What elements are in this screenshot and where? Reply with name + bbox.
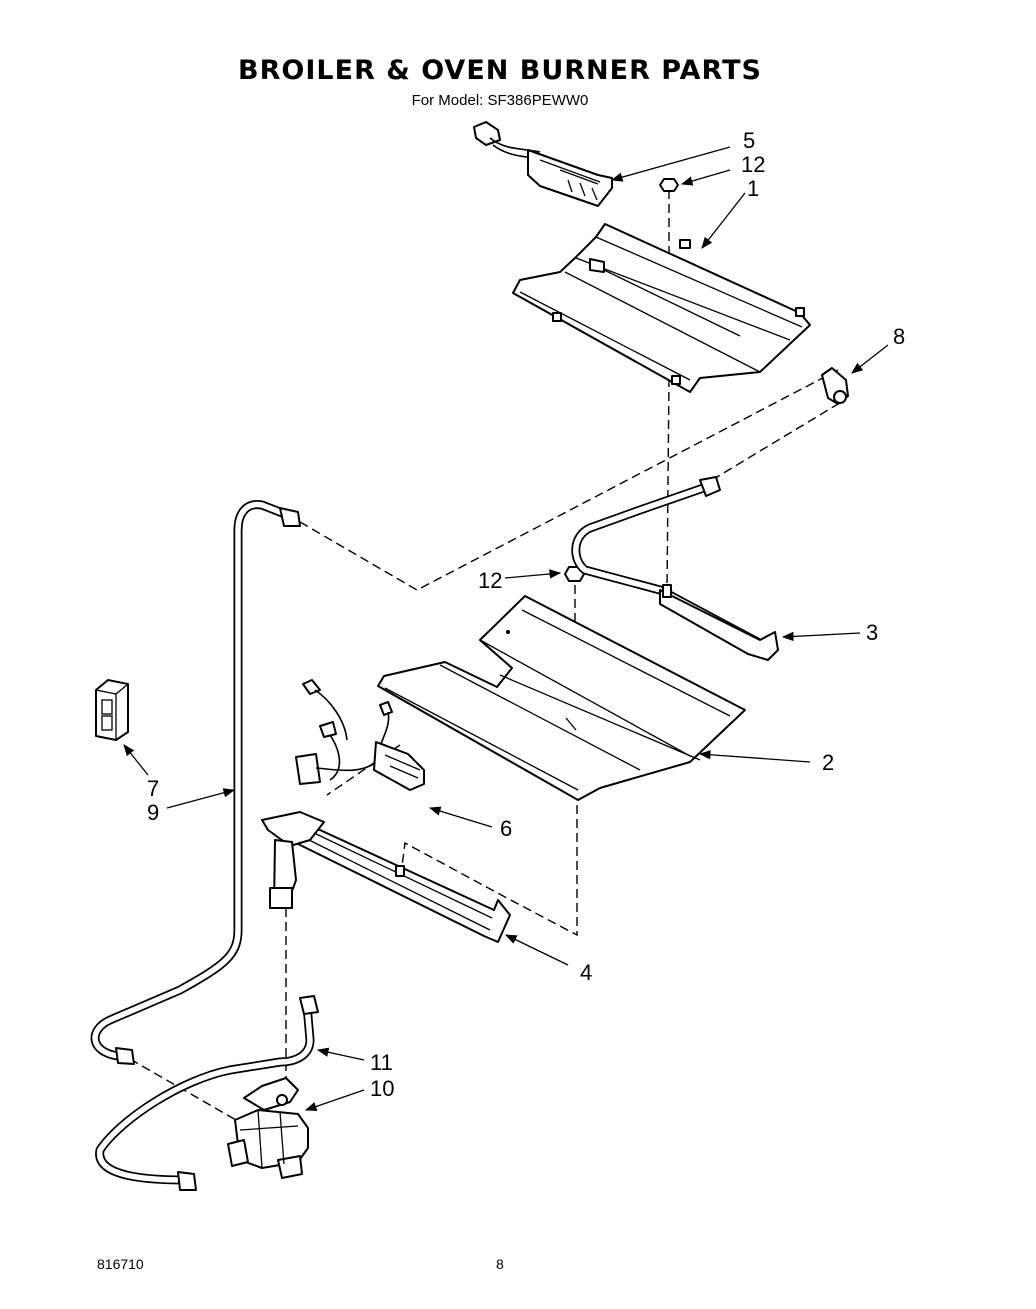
- callout-12-lower: 12: [478, 568, 502, 593]
- callout-1: 1: [747, 176, 759, 201]
- model-subtitle: For Model: SF386PEWW0: [411, 92, 589, 109]
- page-number: 8: [496, 1256, 504, 1272]
- callout-10: 10: [370, 1076, 394, 1101]
- broiler-burner-part-3: [571, 476, 779, 661]
- nut-part-12-upper: [659, 178, 679, 192]
- callout-8: 8: [893, 324, 905, 349]
- callout-5: 5: [743, 128, 755, 153]
- igniter-part-5: [473, 121, 613, 207]
- callout-6: 6: [500, 816, 512, 841]
- doc-number: 816710: [97, 1256, 144, 1272]
- broiler-tube-part-8: [821, 367, 849, 405]
- callout-labels: 5 12 1 8 12 3 2 7 9 6 4 11 10: [147, 128, 905, 1101]
- gas-tube-part-9: [90, 500, 301, 1065]
- broiler-baffle-part-1: [512, 223, 811, 393]
- callout-9: 9: [147, 800, 159, 825]
- callout-12-upper: 12: [741, 152, 765, 177]
- oven-burner-part-4: [261, 811, 511, 943]
- tube-part-11: [95, 995, 319, 1191]
- callout-11: 11: [370, 1050, 393, 1075]
- page-title: BROILER & OVEN BURNER PARTS: [238, 55, 762, 86]
- oven-baffle-part-2: [377, 595, 746, 801]
- callout-2: 2: [822, 750, 834, 775]
- callout-3: 3: [866, 620, 878, 645]
- callout-4: 4: [580, 960, 592, 985]
- leader-arrows: [123, 146, 889, 1111]
- gas-valve-part-10: [227, 1077, 309, 1179]
- wiring-harness-part-6: [295, 679, 425, 791]
- block-part-7: [95, 679, 129, 741]
- callout-7: 7: [147, 776, 159, 801]
